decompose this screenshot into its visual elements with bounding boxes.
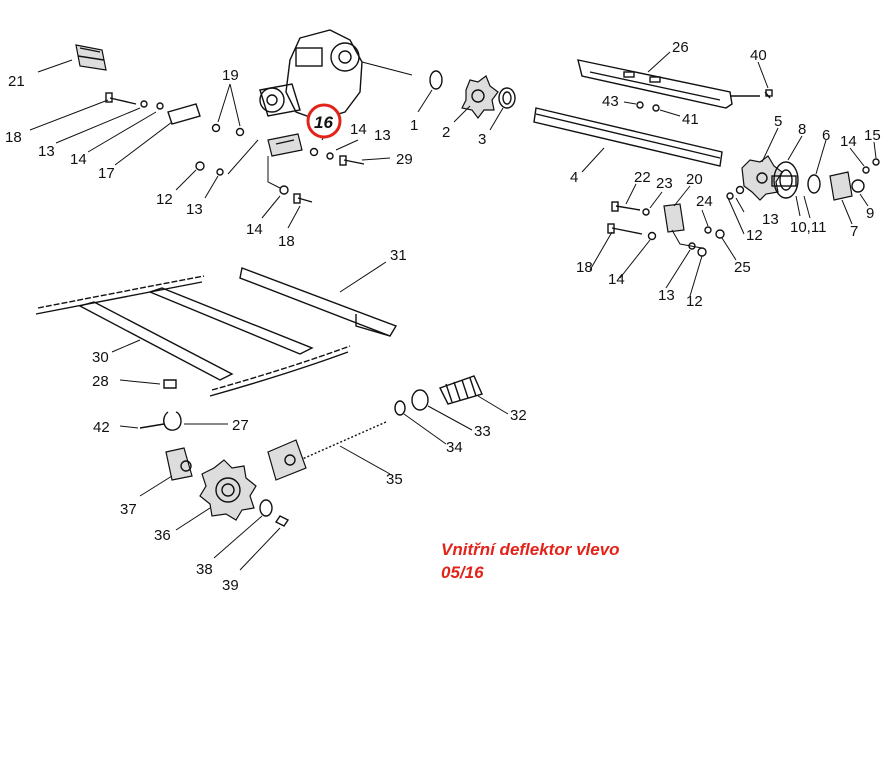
label-21: 21 <box>8 73 25 90</box>
shaft-4-drawing <box>533 107 723 173</box>
label-5: 5 <box>774 113 782 130</box>
label-27: 27 <box>232 417 249 434</box>
label-41: 41 <box>682 111 699 128</box>
sprocket-lower-drawing <box>139 447 290 571</box>
bracket-21-drawing <box>37 44 107 73</box>
label-23: 23 <box>656 175 673 192</box>
label-24: 24 <box>696 193 713 210</box>
label-37: 37 <box>120 501 137 518</box>
label-19: 19 <box>222 67 239 84</box>
label-35: 35 <box>386 471 403 488</box>
label-26: 26 <box>672 39 689 56</box>
label-14: 14 <box>608 271 625 288</box>
label-34: 34 <box>446 439 463 456</box>
label-12: 12 <box>156 191 173 208</box>
screw-40-drawing <box>623 61 773 117</box>
label-17: 17 <box>98 165 115 182</box>
label-13: 13 <box>186 201 203 218</box>
label-18: 18 <box>5 129 22 146</box>
label-2: 2 <box>442 124 450 141</box>
label-33: 33 <box>474 423 491 440</box>
label-25: 25 <box>734 259 751 276</box>
label-9: 9 <box>866 205 874 222</box>
note-date: 05/16 <box>441 563 484 582</box>
bearing-set-right-drawing <box>741 127 880 225</box>
label-36: 36 <box>154 527 171 544</box>
washers-19-drawing <box>211 83 245 137</box>
sprocket-set-top-drawing <box>417 70 516 131</box>
label-32: 32 <box>510 407 527 424</box>
label-29: 29 <box>396 151 413 168</box>
label-14: 14 <box>350 121 367 138</box>
label-13: 13 <box>38 143 55 160</box>
note-title: Vnitřní deflektor vlevo <box>441 540 620 559</box>
label-13: 13 <box>658 287 675 304</box>
label-40: 40 <box>750 47 767 64</box>
gearbox-drawing <box>259 29 413 121</box>
label-31: 31 <box>390 247 407 264</box>
callout-number: 16 <box>314 113 333 132</box>
bolt-set-left-drawing <box>29 92 201 166</box>
bolt-set-right-drawing <box>589 183 745 297</box>
label-39: 39 <box>222 577 239 594</box>
label-18: 18 <box>278 233 295 250</box>
label-13: 13 <box>762 211 779 228</box>
label-15: 15 <box>864 127 881 144</box>
label-14: 14 <box>246 221 263 238</box>
label-13: 13 <box>374 127 391 144</box>
label-18: 18 <box>576 259 593 276</box>
label-1: 1 <box>410 117 418 134</box>
tensioner-drawing <box>267 375 509 481</box>
label-6: 6 <box>822 127 830 144</box>
link-pin-drawing <box>119 379 228 431</box>
label-20: 20 <box>686 171 703 188</box>
label-10-11: 10,11 <box>790 219 826 236</box>
deflector-note: Vnitřní deflektor vlevo 05/16 <box>441 538 620 584</box>
label-38: 38 <box>196 561 213 578</box>
label-28: 28 <box>92 373 109 390</box>
label-22: 22 <box>634 169 651 186</box>
label-3: 3 <box>478 131 486 148</box>
label-30: 30 <box>92 349 109 366</box>
label-7: 7 <box>850 223 858 240</box>
label-14: 14 <box>840 133 857 150</box>
label-14: 14 <box>70 151 87 168</box>
callout-circle <box>306 103 342 139</box>
label-12: 12 <box>686 293 703 310</box>
callout-16: 16 <box>306 103 342 139</box>
label-4: 4 <box>570 169 578 186</box>
label-12: 12 <box>746 227 763 244</box>
chain-slats-drawing <box>35 261 398 397</box>
part-labels: 21 18 13 14 17 19 12 13 14 18 14 13 29 1… <box>5 39 881 594</box>
label-42: 42 <box>93 419 110 436</box>
tube-26-drawing <box>577 51 760 109</box>
label-8: 8 <box>798 121 806 138</box>
label-43: 43 <box>602 93 619 110</box>
bolt-set-lower-drawing <box>175 161 313 229</box>
